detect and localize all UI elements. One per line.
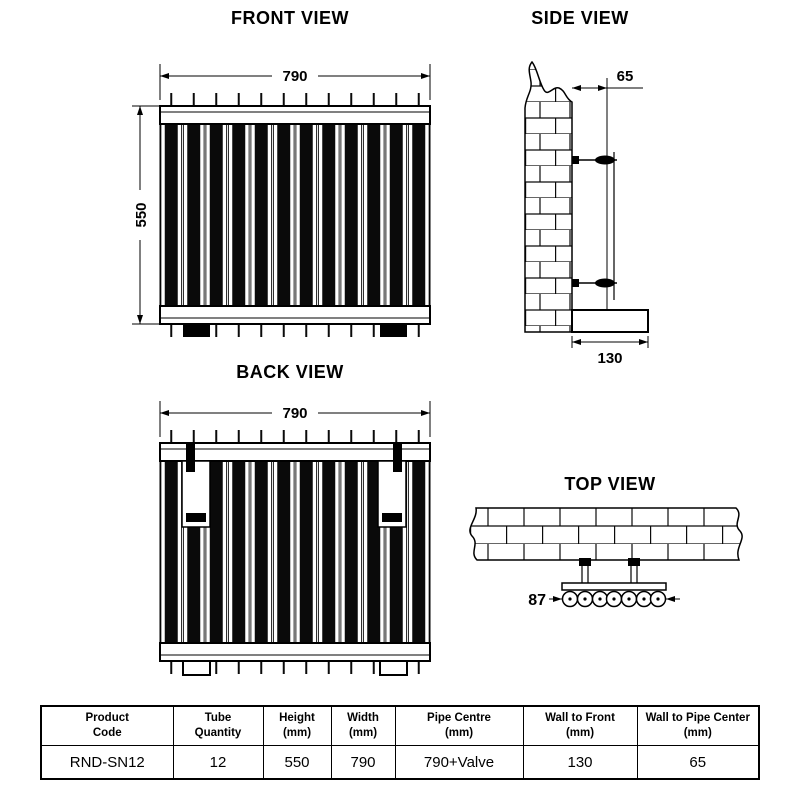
arrowhead-icon [572, 85, 581, 91]
header-line: Product [85, 712, 129, 725]
back-width-label: 790 [282, 405, 307, 422]
arrowhead-icon [553, 596, 562, 602]
left-foot [182, 660, 211, 676]
arrowhead-icon [572, 339, 581, 345]
header-line: Height [279, 712, 315, 725]
header-line: Pipe Centre [427, 712, 491, 725]
spec-table-value-row: RND-SN12 12 550 790 790+Valve 130 65 [40, 745, 760, 780]
right-foot [380, 324, 407, 337]
tube-ends-bottom [160, 661, 430, 674]
tube-ends-top [160, 93, 430, 106]
header-line: Tube [204, 712, 232, 725]
arrowhead-icon [598, 85, 607, 91]
top-rail [159, 442, 431, 462]
value-wall-to-pipe-center: 65 [636, 745, 760, 780]
header-line: Width [347, 712, 379, 725]
front-width-dimension: 790 [159, 64, 431, 100]
wall-to-front-dimension: 130 [571, 336, 649, 367]
right-foot [379, 660, 408, 676]
value-wall-to-front: 130 [522, 745, 638, 780]
radiator-side-profile [571, 152, 649, 333]
header-line: (mm) [444, 727, 474, 739]
bracket-knob [595, 155, 615, 165]
tube-ends-bottom [160, 324, 430, 337]
wall-anchor [628, 558, 640, 566]
back-view-title: BACK VIEW [236, 362, 344, 382]
header-line: (mm) [565, 727, 595, 739]
radiator-base-profile [571, 309, 649, 333]
brick-wall-section [524, 60, 573, 333]
arrowhead-icon [421, 73, 430, 79]
header-line: Code [92, 727, 122, 739]
wall-to-front-label: 130 [597, 350, 622, 367]
header-line: (mm) [683, 727, 712, 739]
top-view-dimension: 87 [528, 592, 680, 609]
value-product-code: RND-SN12 [40, 745, 174, 780]
left-foot [183, 324, 210, 337]
header-line: Wall to Front [545, 712, 615, 725]
radiator-top-edge [561, 582, 667, 591]
top-rail [159, 105, 431, 125]
top-view-dim-label: 87 [528, 592, 546, 609]
header-line: (mm) [348, 727, 378, 739]
wall-anchor [572, 279, 579, 287]
arrowhead-icon [160, 410, 169, 416]
radiator-plan [561, 582, 667, 608]
value-width: 790 [330, 745, 396, 780]
front-width-label: 790 [282, 68, 307, 85]
arrowhead-icon [160, 73, 169, 79]
top-view-drawing: 87 [469, 507, 743, 609]
side-view-drawing: 65 130 [524, 60, 649, 367]
back-radiator [159, 430, 431, 676]
value-pipe-centre: 790+Valve [394, 745, 524, 780]
arrowhead-icon [639, 339, 648, 345]
header-wall-to-front: Wall to Front (mm) [522, 705, 638, 746]
wall-to-pipe-dimension: 65 [572, 68, 643, 310]
bottom-rail [159, 642, 431, 662]
front-radiator [159, 93, 431, 337]
radiator-tubes [159, 121, 431, 309]
arrowhead-icon [421, 410, 430, 416]
front-height-dimension: 550 [130, 105, 160, 325]
front-height-label: 550 [133, 202, 150, 227]
brick-wall-plan [469, 507, 743, 561]
bracket-knob [595, 278, 615, 288]
bracket-slot [382, 513, 402, 522]
bracket-slot [186, 513, 206, 522]
arrowhead-icon [666, 596, 675, 602]
tube-ends-top [160, 430, 430, 443]
bracket-hook [393, 442, 402, 472]
header-line: Wall to Pipe Center [645, 712, 750, 725]
back-view-drawing: 790 [159, 401, 431, 676]
header-width: Width (mm) [330, 705, 396, 746]
header-wall-to-pipe-center: Wall to Pipe Center (mm) [636, 705, 760, 746]
header-line: Quantity [194, 727, 242, 739]
wall-to-pipe-label: 65 [617, 68, 634, 85]
front-view-drawing: 790 550 [130, 64, 431, 337]
arrowhead-icon [137, 315, 143, 324]
arrowhead-icon [137, 106, 143, 115]
top-brackets [579, 558, 640, 583]
wall-anchor [579, 558, 591, 566]
header-height: Height (mm) [262, 705, 332, 746]
header-pipe-centre: Pipe Centre (mm) [394, 705, 524, 746]
value-tube-quantity: 12 [172, 745, 264, 780]
front-view-title: FRONT VIEW [231, 8, 349, 28]
top-view-title: TOP VIEW [564, 474, 656, 494]
wall-anchor [572, 156, 579, 164]
bracket-hook [186, 442, 195, 472]
value-height: 550 [262, 745, 332, 780]
header-line: (mm) [282, 727, 312, 739]
back-width-dimension: 790 [159, 401, 431, 437]
side-view-title: SIDE VIEW [531, 8, 629, 28]
bottom-rail [159, 305, 431, 325]
